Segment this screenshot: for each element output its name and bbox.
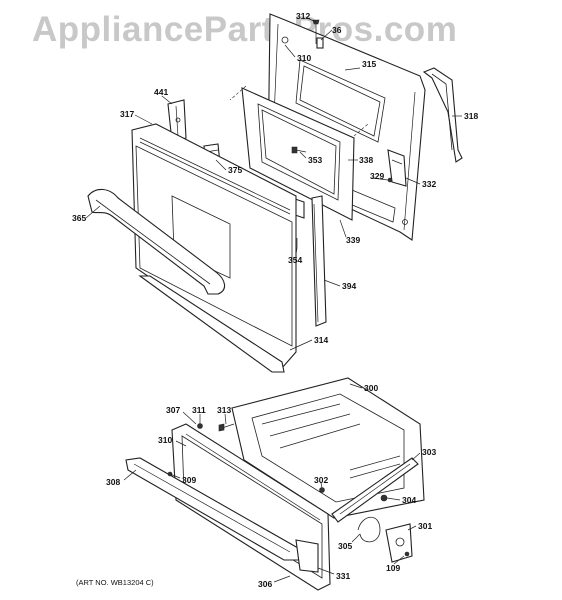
label-338: 338 — [359, 155, 374, 165]
leader-lines — [85, 17, 462, 583]
label-331: 331 — [336, 571, 351, 581]
label-312: 312 — [296, 11, 311, 21]
spring-305 — [357, 516, 381, 543]
label-317: 317 — [120, 109, 135, 119]
label-311: 311 — [192, 405, 206, 415]
side-trim-394 — [311, 195, 327, 327]
label-36: 36 — [332, 25, 342, 35]
label-306: 306 — [258, 579, 273, 589]
label-308: 308 — [106, 477, 121, 487]
label-354: 354 — [288, 255, 303, 265]
hinge-332 — [387, 149, 407, 187]
screw-353 — [291, 146, 307, 154]
label-441: 441 — [154, 87, 169, 97]
label-307: 307 — [166, 405, 181, 415]
screw-329 — [387, 177, 393, 183]
label-303: 303 — [422, 447, 437, 457]
screw-311 — [197, 423, 203, 429]
label-109: 109 — [386, 563, 401, 573]
screw-304 — [380, 494, 388, 502]
label-394: 394 — [342, 281, 357, 291]
screw-313 — [218, 423, 235, 432]
label-305: 305 — [338, 541, 353, 551]
handle-365 — [87, 188, 226, 295]
hinge-441 — [167, 99, 187, 143]
label-310: 310 — [297, 53, 312, 63]
art-number: (ART NO. WB13204 C) — [76, 578, 154, 587]
window-frame-339 — [241, 87, 355, 221]
label-301: 301 — [418, 521, 433, 531]
watermark-text: AppliancePartsPros.com — [32, 10, 458, 49]
label-304: 304 — [402, 495, 417, 505]
label-353: 353 — [308, 155, 323, 165]
screw-109 — [404, 551, 410, 557]
label-310-lower: 310 — [158, 435, 173, 445]
label-375: 375 — [228, 165, 243, 175]
label-313: 313 — [217, 405, 232, 415]
label-300: 300 — [364, 383, 379, 393]
label-365: 365 — [72, 213, 87, 223]
label-329: 329 — [370, 171, 385, 181]
label-339: 339 — [346, 235, 361, 245]
label-315: 315 — [362, 59, 377, 69]
label-318: 318 — [464, 111, 479, 121]
clip-36 — [316, 37, 324, 49]
label-314: 314 — [314, 335, 329, 345]
screw-302 — [319, 487, 325, 493]
end-cap-331 — [295, 539, 319, 573]
drawer-rail-303 — [331, 457, 419, 523]
label-302: 302 — [314, 475, 329, 485]
label-332: 332 — [422, 179, 437, 189]
label-309: 309 — [182, 475, 197, 485]
gasket-318 — [422, 67, 463, 163]
bottom-trim-314 — [138, 275, 285, 373]
